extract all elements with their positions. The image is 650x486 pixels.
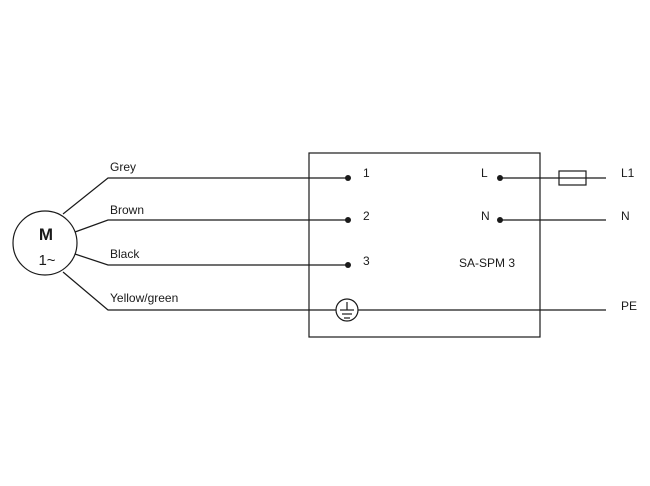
terminal-dot-3 xyxy=(345,262,351,268)
device-model-label: SA-SPM 3 xyxy=(459,256,515,270)
motor-symbol: M xyxy=(39,225,53,244)
wire-label-grey: Grey xyxy=(110,160,136,174)
terminal-label-1: 1 xyxy=(363,166,370,180)
wire-black xyxy=(74,253,348,266)
wire-label-yellow-green: Yellow/green xyxy=(110,291,178,305)
supply-label-pe: PE xyxy=(621,299,637,313)
supply-label-n: N xyxy=(621,209,630,223)
motor-circle xyxy=(12,210,78,276)
terminal-dot-1 xyxy=(345,175,351,181)
terminal-label-l: L xyxy=(481,166,488,180)
device-box xyxy=(308,152,541,338)
motor-phase: 1~ xyxy=(38,252,55,269)
terminal-label-3: 3 xyxy=(363,254,370,268)
motor: M 1~ xyxy=(12,210,78,276)
earth-icon xyxy=(335,298,359,322)
wire-yellow-green xyxy=(62,271,336,311)
wire-brown xyxy=(74,219,348,233)
wire-label-black: Black xyxy=(110,247,140,261)
terminal-label-2: 2 xyxy=(363,209,370,223)
terminal-label-n: N xyxy=(481,209,490,223)
wire-grey xyxy=(62,177,348,215)
wire-label-brown: Brown xyxy=(110,203,144,217)
terminal-dot-2 xyxy=(345,217,351,223)
supply-label-l1: L1 xyxy=(621,166,635,180)
